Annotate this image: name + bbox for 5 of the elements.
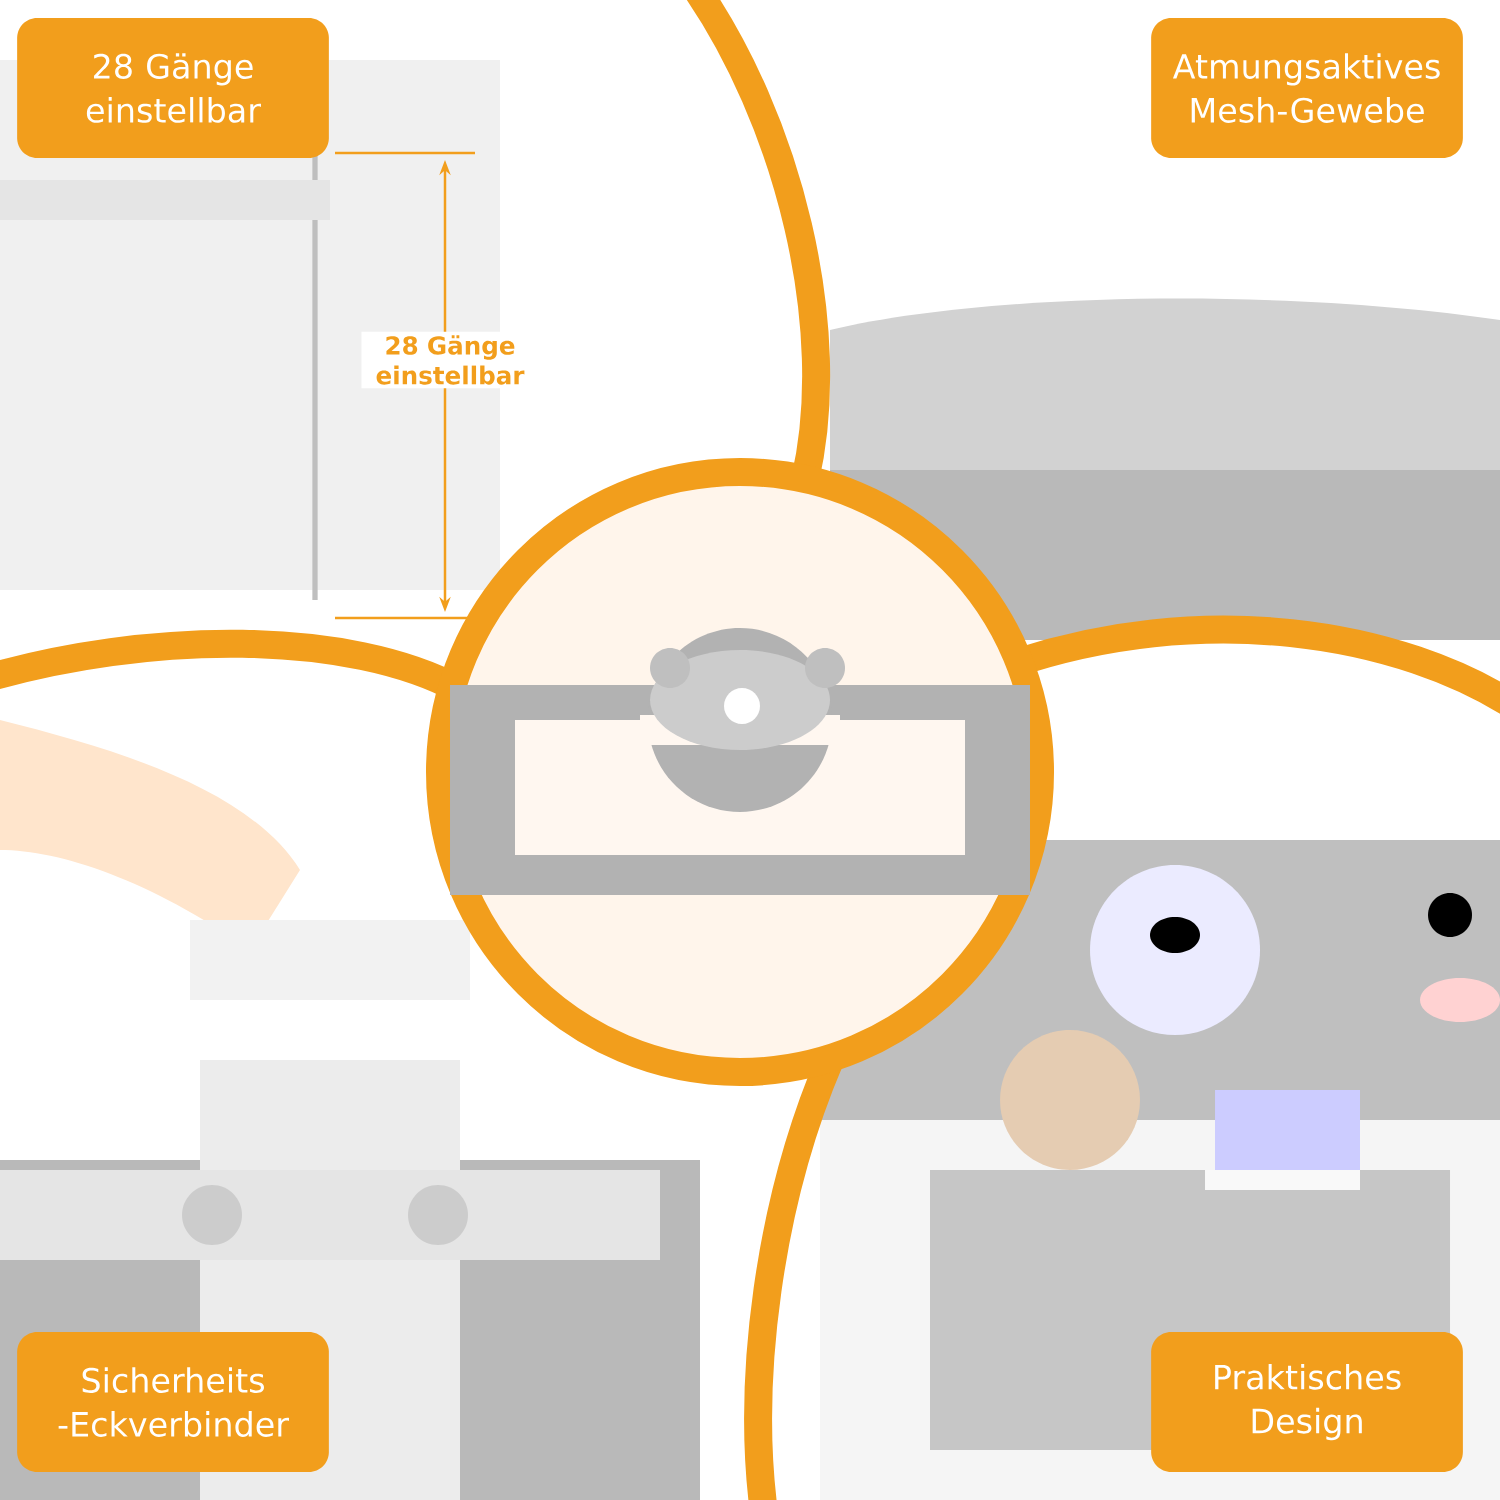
feature-label-box: Praktisches Design (1151, 1332, 1463, 1472)
feature-label-box: 28 Gänge einstellbar (17, 18, 329, 158)
feature-label-box: Atmungsaktives Mesh-Gewebe (1151, 18, 1463, 158)
feature-label-box: Sicherheits -Eckverbinder (17, 1332, 329, 1472)
dimension-label: 28 Gänge einstellbar (361, 331, 539, 389)
